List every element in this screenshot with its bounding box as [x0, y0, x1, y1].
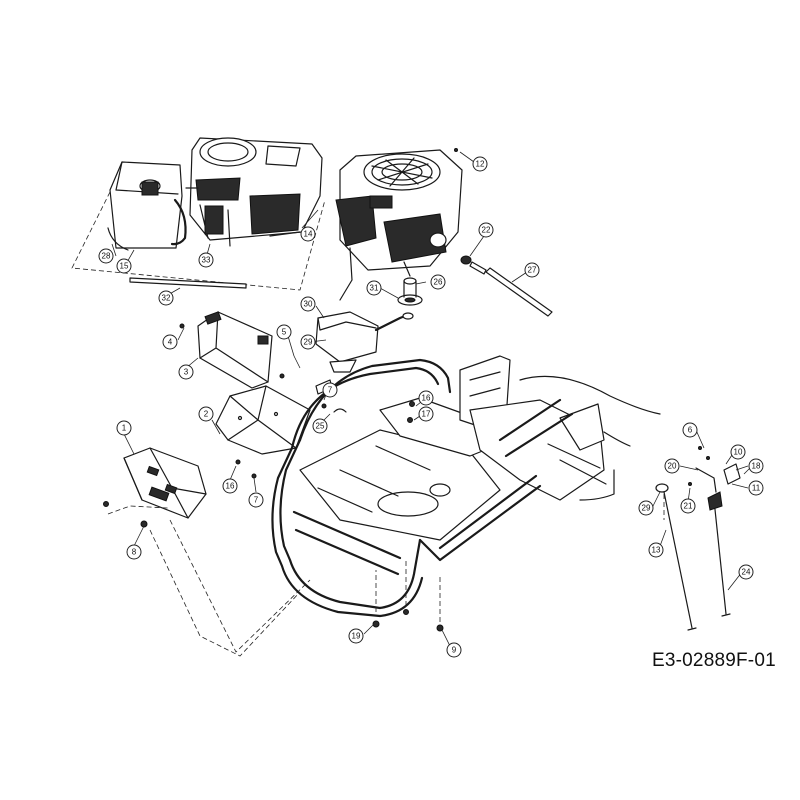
- callout-29a: 29: [300, 334, 316, 350]
- callout-2: 2: [198, 406, 214, 422]
- svg-text:26: 26: [434, 278, 443, 287]
- svg-text:4: 4: [168, 338, 173, 347]
- svg-text:12: 12: [476, 160, 485, 169]
- svg-text:19: 19: [352, 632, 361, 641]
- callout-14: 14: [300, 226, 316, 242]
- svg-text:10: 10: [734, 448, 743, 457]
- svg-text:24: 24: [742, 568, 751, 577]
- svg-text:5: 5: [282, 328, 287, 337]
- callout-30: 30: [300, 296, 316, 312]
- svg-text:14: 14: [304, 230, 313, 239]
- battery: [197, 311, 273, 389]
- callout-4: 4: [162, 334, 178, 350]
- engine-assembly-left: [185, 137, 323, 247]
- lever-rod-assembly: [655, 446, 741, 631]
- callout-31: 31: [366, 280, 382, 296]
- svg-text:29: 29: [304, 338, 313, 347]
- callout-12: 12: [472, 156, 488, 172]
- svg-text:1: 1: [122, 424, 127, 433]
- svg-text:28: 28: [102, 252, 111, 261]
- callout-1: 1: [116, 420, 132, 436]
- callout-9: 9: [446, 642, 462, 658]
- svg-text:7: 7: [254, 496, 259, 505]
- svg-text:7: 7: [328, 386, 333, 395]
- callout-5: 5: [276, 324, 292, 340]
- front-bracket: [123, 447, 207, 519]
- svg-text:2: 2: [204, 410, 209, 419]
- drawing-code-label: E3-02889F-01: [652, 650, 776, 671]
- engine-assembly-main: [335, 149, 463, 301]
- callout-3: 3: [178, 364, 194, 380]
- callout-27: 27: [524, 262, 540, 278]
- svg-text:25: 25: [316, 422, 325, 431]
- callout-25: 25: [312, 418, 328, 434]
- svg-text:20: 20: [668, 462, 677, 471]
- fuel-line-shaft: [460, 255, 553, 317]
- drive-rod: [129, 277, 247, 289]
- svg-text:27: 27: [528, 266, 537, 275]
- callout-20: 20: [664, 458, 680, 474]
- callout-18: 18: [748, 458, 764, 474]
- callout-16b: 16: [222, 478, 238, 494]
- callout-21: 21: [680, 498, 696, 514]
- callout-17: 17: [418, 406, 434, 422]
- svg-text:16: 16: [226, 482, 235, 491]
- svg-text:33: 33: [202, 256, 211, 265]
- svg-text:9: 9: [452, 646, 457, 655]
- svg-text:11: 11: [752, 484, 761, 493]
- callout-29b: 29: [638, 500, 654, 516]
- svg-text:17: 17: [422, 410, 431, 419]
- svg-text:13: 13: [652, 546, 661, 555]
- pulley: [397, 277, 423, 306]
- callout-10: 10: [730, 444, 746, 460]
- svg-text:15: 15: [120, 262, 129, 271]
- callout-15: 15: [116, 258, 132, 274]
- callout-16a: 16: [418, 390, 434, 406]
- chassis-frame: [271, 355, 661, 618]
- callout-6: 6: [682, 422, 698, 438]
- callout-13: 13: [648, 542, 664, 558]
- callout-24: 24: [738, 564, 754, 580]
- callout-22: 22: [478, 222, 494, 238]
- engine-kit-dashed-outline: [71, 191, 326, 291]
- svg-text:30: 30: [304, 300, 313, 309]
- callout-7a: 7: [322, 382, 338, 398]
- callouts: 1 2 3 4 5 6 7 7 8 9 10 11 12 13 14 15 16…: [98, 156, 764, 658]
- callout-11: 11: [748, 480, 764, 496]
- callout-26: 26: [430, 274, 446, 290]
- svg-text:29: 29: [642, 504, 651, 513]
- svg-text:8: 8: [132, 548, 137, 557]
- callout-32: 32: [158, 290, 174, 306]
- callout-8: 8: [126, 544, 142, 560]
- fuel-tank: [107, 161, 187, 251]
- svg-text:3: 3: [184, 368, 189, 377]
- callout-33: 33: [198, 252, 214, 268]
- battery-tray: [215, 385, 311, 455]
- callout-7b: 7: [248, 492, 264, 508]
- svg-text:31: 31: [370, 284, 379, 293]
- muffler: [315, 311, 414, 373]
- svg-text:6: 6: [688, 426, 693, 435]
- svg-text:21: 21: [684, 502, 693, 511]
- callout-28: 28: [98, 248, 114, 264]
- callout-19: 19: [348, 628, 364, 644]
- svg-text:18: 18: [752, 462, 761, 471]
- svg-text:22: 22: [482, 226, 491, 235]
- svg-text:32: 32: [162, 294, 171, 303]
- mounting-guides: [107, 494, 665, 657]
- svg-text:16: 16: [422, 394, 431, 403]
